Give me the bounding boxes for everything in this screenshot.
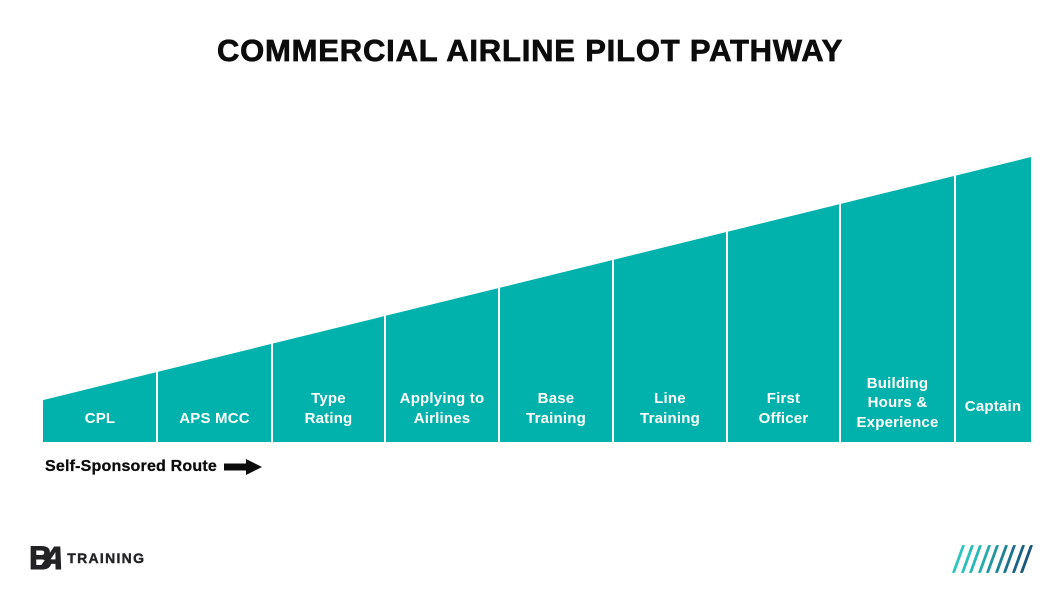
route-note-label: Self-Sponsored Route [45,458,218,475]
segment-divider [839,157,841,442]
segment-divider [156,157,158,442]
logo-letter-b-icon: B [28,540,53,577]
segment-divider [954,157,956,442]
segment-divider [498,157,500,442]
pathway-segment-label: First Officer [758,390,809,428]
pathway-segment-label: Line Training [640,390,700,428]
pathway-segment-label: Captain [964,398,1022,416]
pathway-segment-label: Building Hours & Experience [856,374,939,432]
pathway-segment-6: Line Training [613,157,727,442]
baa-training-logo: B A TRAINING [28,539,146,577]
logo-wordmark: TRAINING [67,550,146,566]
segment-divider [384,157,386,442]
pathway-segment-label: APS MCC [179,410,250,428]
pathway-segment-5: Base Training [499,157,613,442]
segment-divider [612,157,614,442]
pathway-ramp: CPL APS MCC Type Rating Applying to Airline… [43,157,1031,442]
page-title: COMMERCIAL AIRLINE PILOT PATHWAY [216,33,844,68]
pathway-segment-label: Base Training [526,390,586,428]
pathway-segment-label: Applying to Airlines [399,390,485,428]
pathway-segment-2: APS MCC [157,157,272,442]
pathway-segment-4: Applying to Airlines [385,157,499,442]
diagonal-stripes-decoration [951,545,1034,573]
pathway-segment-1: CPL [43,157,157,442]
pathway-segment-8: Building Hours & Experience [840,157,955,442]
pathway-segment-7: First Officer [727,157,840,442]
segment-divider [726,157,728,442]
segment-divider [271,157,273,442]
pathway-segment-3: Type Rating [272,157,385,442]
pathway-segment-label: CPL [84,410,116,428]
right-arrow-icon [224,459,263,475]
pathway-segment-label: Type Rating [304,390,353,428]
route-note: Self-Sponsored Route [45,458,263,476]
pathway-segment-9: Captain [955,157,1031,442]
